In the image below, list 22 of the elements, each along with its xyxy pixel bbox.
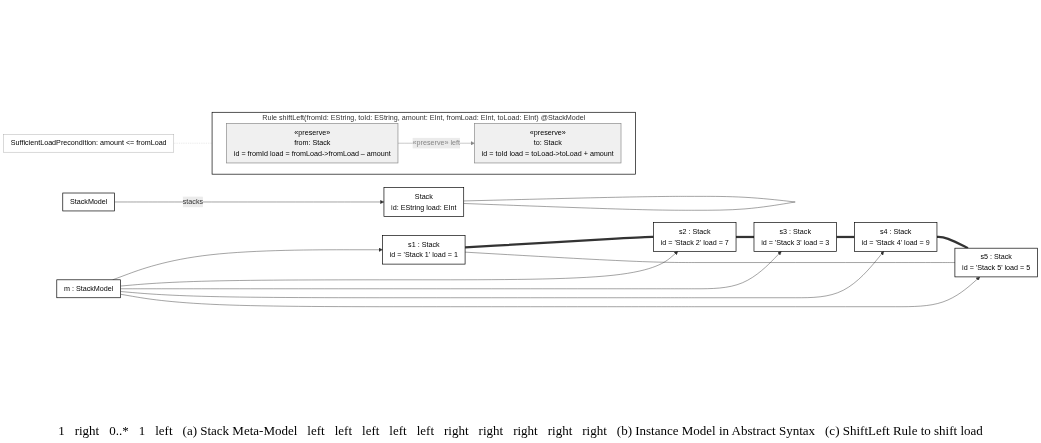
diagram-label: (a) Stack Meta-Model — [182, 423, 298, 439]
diagram-label: right — [513, 423, 538, 439]
diagram-label: (b) Instance Model in Abstract Syntax — [616, 423, 816, 439]
diagram-label: 1 — [58, 423, 65, 439]
connector-line — [465, 235, 654, 249]
diagram-label: right — [547, 423, 573, 439]
diagram-label: right — [582, 423, 607, 439]
diagram-label: 0..* — [109, 423, 129, 439]
diagram-label: left — [362, 423, 380, 439]
diagram-label: left — [389, 423, 407, 439]
diagram-label: right — [478, 423, 504, 439]
diagram-label: 1 — [138, 423, 146, 439]
connector-line — [936, 235, 969, 250]
diagram-label: right — [444, 423, 469, 439]
diagram-label: right — [74, 423, 100, 439]
connector-line — [464, 251, 956, 263]
diagram-label: (c) ShiftLeft Rule to shift load — [825, 423, 983, 439]
diagram-label: left — [416, 423, 434, 439]
diagram-label: left — [334, 423, 352, 439]
diagram-label: left — [155, 423, 173, 439]
connector-line — [463, 196, 796, 211]
diagram-label: left — [307, 423, 325, 439]
